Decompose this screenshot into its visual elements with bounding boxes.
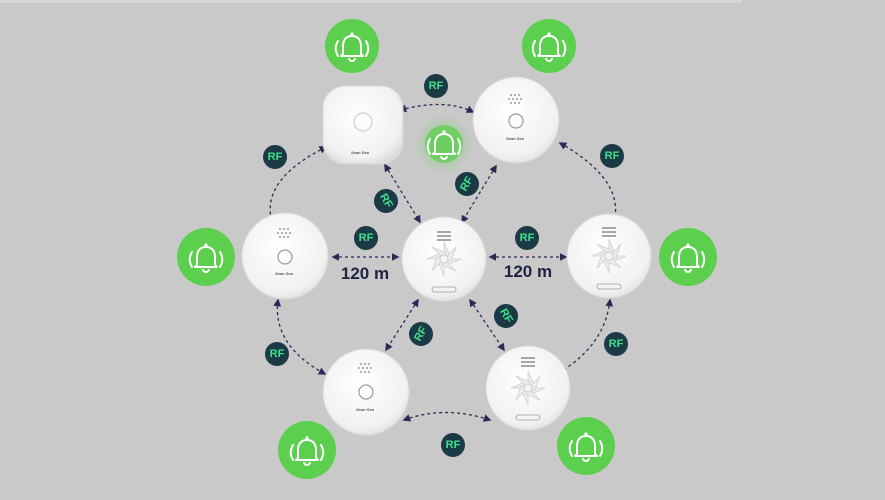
- link-right-lower: [558, 298, 614, 373]
- alarm-badge-top-right: [522, 19, 576, 73]
- speaker-grille-icon: [277, 228, 291, 238]
- rf-badge-left-upper: RF: [263, 145, 287, 169]
- vent-lines-icon: [437, 231, 451, 241]
- rf-badge-center-lower-left: RF: [409, 322, 433, 346]
- speaker-grille-icon: [508, 94, 522, 104]
- link-left-lower: [273, 298, 327, 375]
- rf-badge-center-right: RF: [515, 226, 539, 250]
- rf-label: RF: [605, 150, 620, 162]
- rf-label: RF: [520, 232, 535, 244]
- detector-brand-label: Sean Sea: [506, 136, 525, 141]
- alarm-badge-middle-left: [177, 228, 235, 286]
- rf-badge-right-upper: RF: [600, 144, 624, 168]
- rf-badge-center-left: RF: [354, 226, 378, 250]
- link-left-upper: [266, 146, 328, 224]
- detector-square-top-left: Sean Sea: [322, 85, 404, 165]
- rf-label: RF: [268, 151, 283, 163]
- rf-label: RF: [270, 348, 285, 360]
- vent-lines-icon: [602, 227, 616, 237]
- link-right-upper: [558, 142, 620, 224]
- detector-smoke-bottom-left: Sean Sea: [322, 348, 410, 436]
- rf-label: RF: [446, 439, 461, 451]
- alarm-badge-center-top: [414, 114, 474, 174]
- distance-label-right: 120 m: [504, 262, 552, 281]
- alarm-badge-bottom-right: [557, 417, 615, 475]
- rf-badge-left-lower: RF: [265, 342, 289, 366]
- detector-heat-bottom-right: [485, 345, 571, 431]
- detector-smoke-top-right: Sean Sea: [472, 76, 560, 164]
- rf-label: RF: [609, 338, 624, 350]
- distance-label-left: 120 m: [341, 264, 389, 283]
- link-top: [398, 103, 475, 113]
- top-band: [0, 0, 742, 3]
- link-center-bottom-left: [385, 298, 419, 352]
- rf-badge-top: RF: [424, 74, 448, 98]
- detector-brand-label: Sean Sea: [275, 271, 294, 276]
- rf-badge-center-upper-right: RF: [455, 172, 479, 196]
- rf-badge-right-lower: RF: [604, 332, 628, 356]
- alarm-badge-top-left: [325, 19, 379, 73]
- rf-badge-center-upper-left: RF: [374, 189, 398, 213]
- detector-brand-label: Sean Sea: [351, 150, 370, 155]
- alarm-badge-bottom-left: [278, 421, 336, 479]
- alarm-badge-middle-right: [659, 228, 717, 286]
- link-bottom: [402, 411, 492, 422]
- rf-label: RF: [429, 80, 444, 92]
- link-center-top-right: [461, 164, 497, 224]
- rf-badge-center-lower-right: RF: [494, 304, 518, 328]
- rf-badge-bottom: RF: [441, 433, 465, 457]
- link-center-bottom-right: [469, 298, 505, 352]
- detector-heat-middle-right: [566, 213, 652, 299]
- vent-lines-icon: [521, 357, 535, 367]
- detector-brand-label: Sean Sea: [356, 407, 375, 412]
- detector-heat-center: [401, 216, 487, 302]
- link-center-top-left: [384, 163, 421, 224]
- rf-links: [266, 103, 620, 422]
- speaker-grille-icon: [358, 363, 372, 373]
- rf-label: RF: [359, 232, 374, 244]
- detector-smoke-middle-left: Sean Sea: [241, 212, 329, 300]
